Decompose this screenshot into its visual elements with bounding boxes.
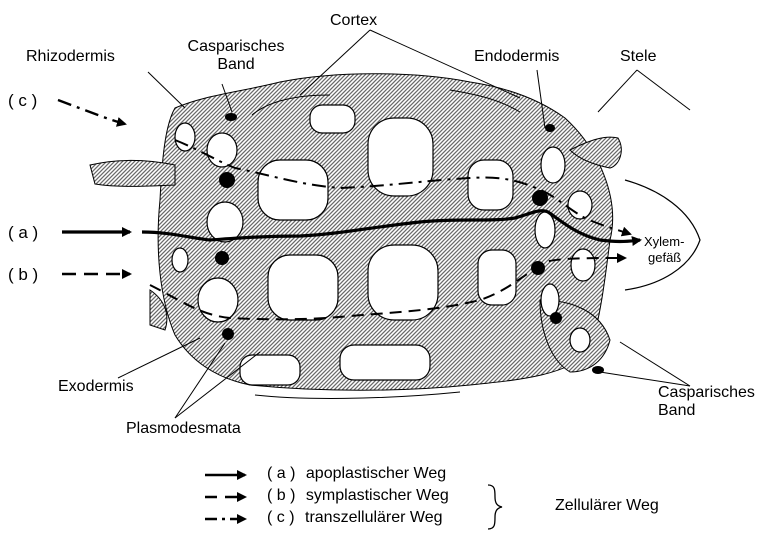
label-cortex: Cortex [330,12,377,30]
label-exodermis: Exodermis [58,378,134,396]
cell [172,248,188,272]
casparian-strip-mark [550,312,562,324]
cell [258,160,328,220]
label-endodermis: Endodermis [474,48,559,66]
casparian-strip-mark [215,251,229,265]
label-path-a: ( a ) [8,224,38,242]
cell [198,278,238,322]
legend-text-a: apoplastischer Weg [306,465,446,482]
cell [310,105,355,133]
label-xylem-vessel: Xylem- gefäß [644,234,684,266]
cell [478,250,516,305]
cell [207,202,243,242]
cell [541,147,565,183]
casparian-strip-mark [531,261,545,275]
cell [568,191,592,219]
label-casparisches-band-top-line2: Band [186,56,286,74]
cell [535,212,555,248]
cell [340,345,430,380]
label-plasmodesmata: Plasmodesmata [126,420,241,438]
cell [268,255,338,320]
legend-letter-a: ( a ) [267,465,295,482]
casparian-strip-mark [222,328,234,340]
label-xylem-line1: Xylem- [644,234,684,250]
casparian-strip-mark [219,172,235,188]
label-rhizodermis: Rhizodermis [26,48,115,66]
label-casparisches-band-bottom: Casparisches Band [658,384,755,420]
cell [570,328,590,352]
label-casparisches-band-bottom-line1: Casparisches [658,384,755,402]
label-casparisches-band-bottom-line2: Band [658,402,755,420]
cell [541,284,559,316]
label-path-b: ( b ) [8,266,38,284]
label-casparisches-band-top-line1: Casparisches [186,38,286,56]
legend-text-b: symplastischer Weg [306,487,449,504]
legend-letter-c: ( c ) [267,509,295,526]
legend-text-c: transzellulärer Weg [305,509,443,526]
cell [571,249,595,281]
legend-group-label: Zellulärer Weg [555,497,659,515]
casparian-strip-mark [545,124,555,132]
label-xylem-line2: gefäß [644,250,684,266]
casparian-strip-mark [225,113,237,121]
cell [368,245,438,320]
path-c-transcellular [58,100,125,124]
legend-letter-b: ( b ) [267,487,295,504]
cell [240,355,300,385]
legend-brace [488,485,502,529]
cell [175,123,195,151]
label-path-c: ( c ) [8,92,37,110]
label-casparisches-band-top: Casparisches Band [186,38,286,74]
label-stele: Stele [620,48,656,66]
cell [468,160,513,210]
